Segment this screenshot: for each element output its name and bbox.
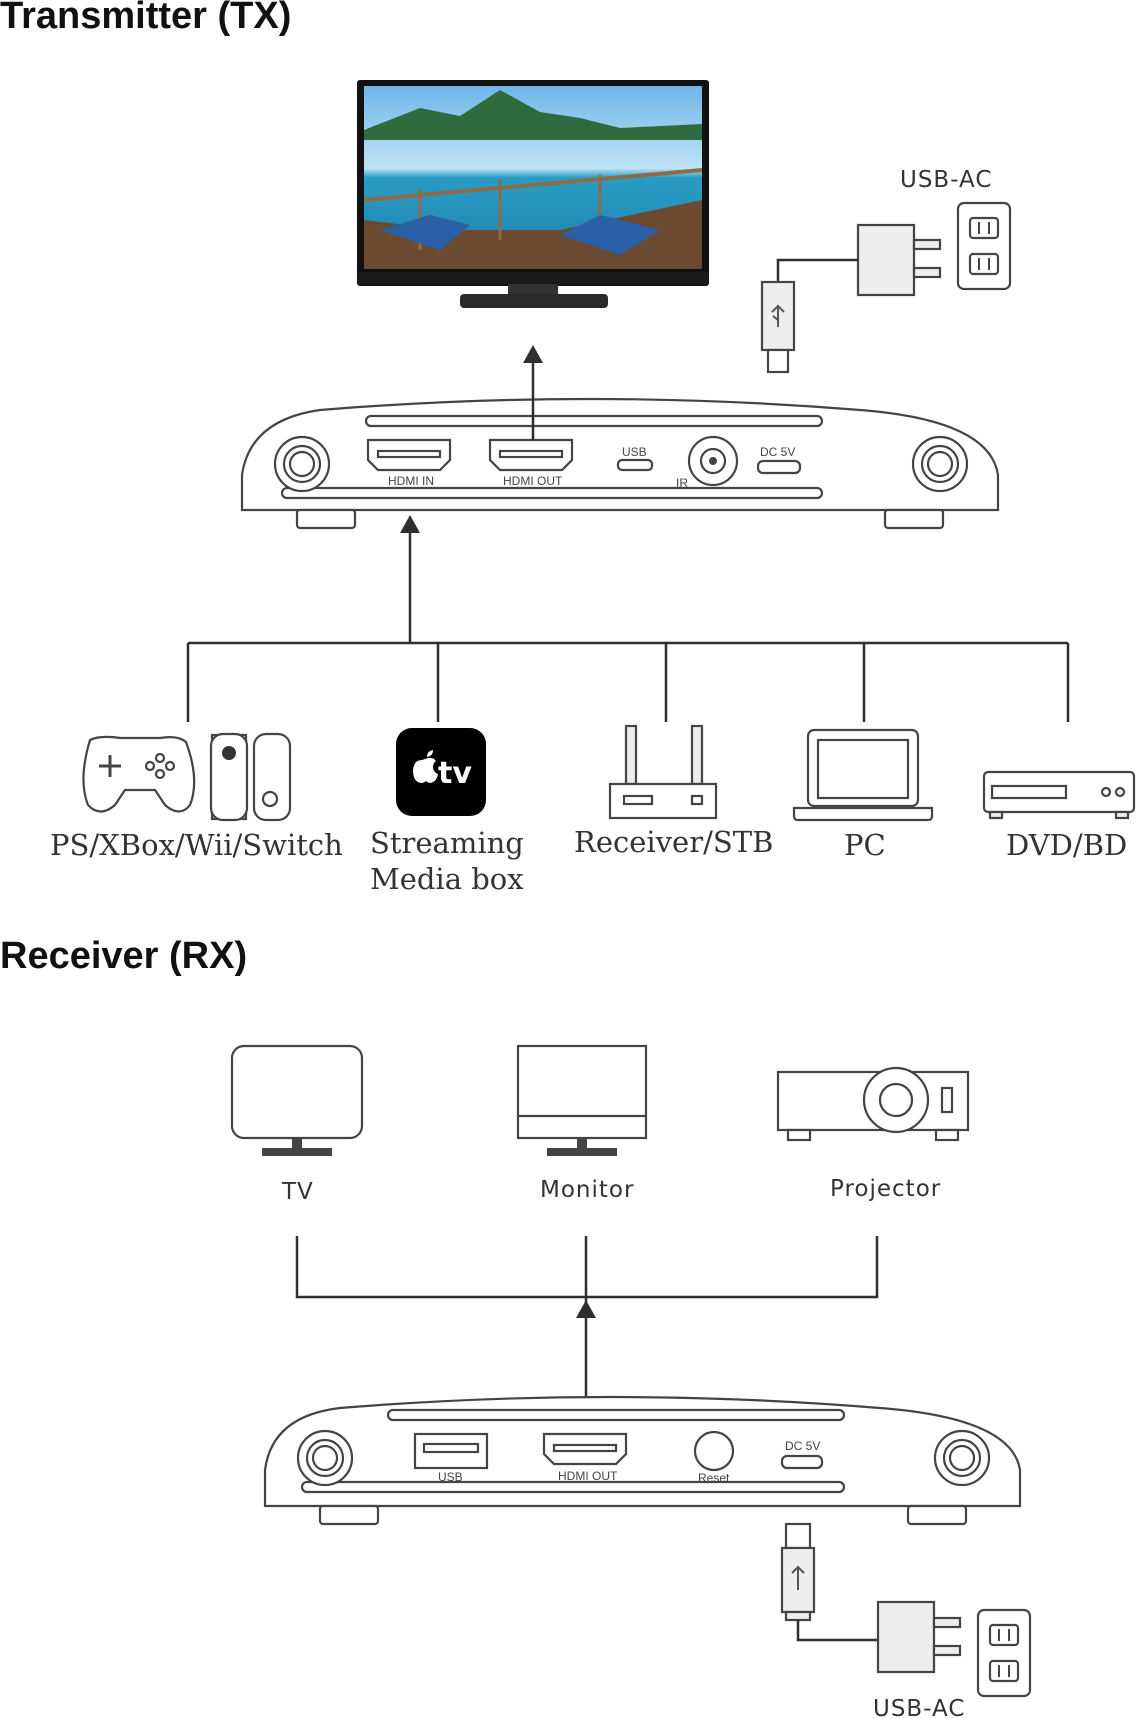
source-streaming-label-line1: Streaming — [370, 826, 524, 860]
tx-device-icon — [240, 397, 1000, 530]
source-receiver-label: Receiver/STB — [574, 825, 773, 859]
tx-usb-plug-icon — [760, 280, 796, 374]
tx-power-adapter-icon — [776, 223, 942, 297]
rx-port-dc: DC 5V — [785, 1439, 820, 1453]
rx-projector-icon — [776, 1066, 970, 1142]
tx-port-ir: IR — [676, 476, 688, 490]
apple-tv-icon: tv — [396, 728, 486, 816]
rx-power-label: USB-AC — [873, 1696, 965, 1719]
tx-port-usb: USB — [622, 445, 647, 459]
rx-usb-plug-icon — [780, 1522, 878, 1642]
source-pc-label: PC — [844, 828, 886, 862]
apple-tv-text: tv — [438, 756, 472, 791]
rx-tv-icon — [230, 1044, 364, 1156]
rx-device-icon — [263, 1395, 1022, 1526]
tx-port-dc: DC 5V — [760, 445, 795, 459]
tx-title: Transmitter (TX) — [0, 0, 291, 37]
rx-display-monitor-label: Monitor — [540, 1177, 634, 1203]
tx-power-outlet-icon — [956, 201, 1012, 291]
rx-port-usb: USB — [438, 1470, 463, 1484]
game-controller-icon — [82, 735, 196, 813]
source-dvd-label: DVD/BD — [1006, 828, 1127, 862]
rx-monitor-icon — [516, 1044, 648, 1156]
rx-port-hdmi-out: HDMI OUT — [558, 1469, 618, 1483]
rx-display-tv-label: TV — [281, 1179, 314, 1205]
laptop-pc-icon — [792, 728, 934, 822]
switch-console-icon — [209, 732, 292, 822]
tx-power-label: USB-AC — [900, 167, 992, 193]
tx-output-connector — [523, 345, 543, 440]
receiver-stb-icon — [608, 724, 718, 820]
source-streaming-label-line2: Media box — [370, 862, 524, 896]
rx-title: Receiver (RX) — [0, 935, 247, 977]
tx-input-connector-tree — [186, 515, 1070, 722]
rx-port-reset: Reset — [698, 1471, 730, 1485]
rx-power-outlet-icon — [976, 1608, 1032, 1698]
rx-display-projector-label: Projector — [830, 1176, 941, 1202]
tv-screen-image — [357, 80, 709, 308]
source-console-label: PS/XBox/Wii/Switch — [50, 828, 343, 862]
rx-power-adapter-icon — [876, 1600, 962, 1674]
tx-port-hdmi-in: HDMI IN — [388, 474, 434, 488]
tx-port-hdmi-out: HDMI OUT — [503, 474, 563, 488]
dvd-player-icon — [982, 770, 1136, 820]
